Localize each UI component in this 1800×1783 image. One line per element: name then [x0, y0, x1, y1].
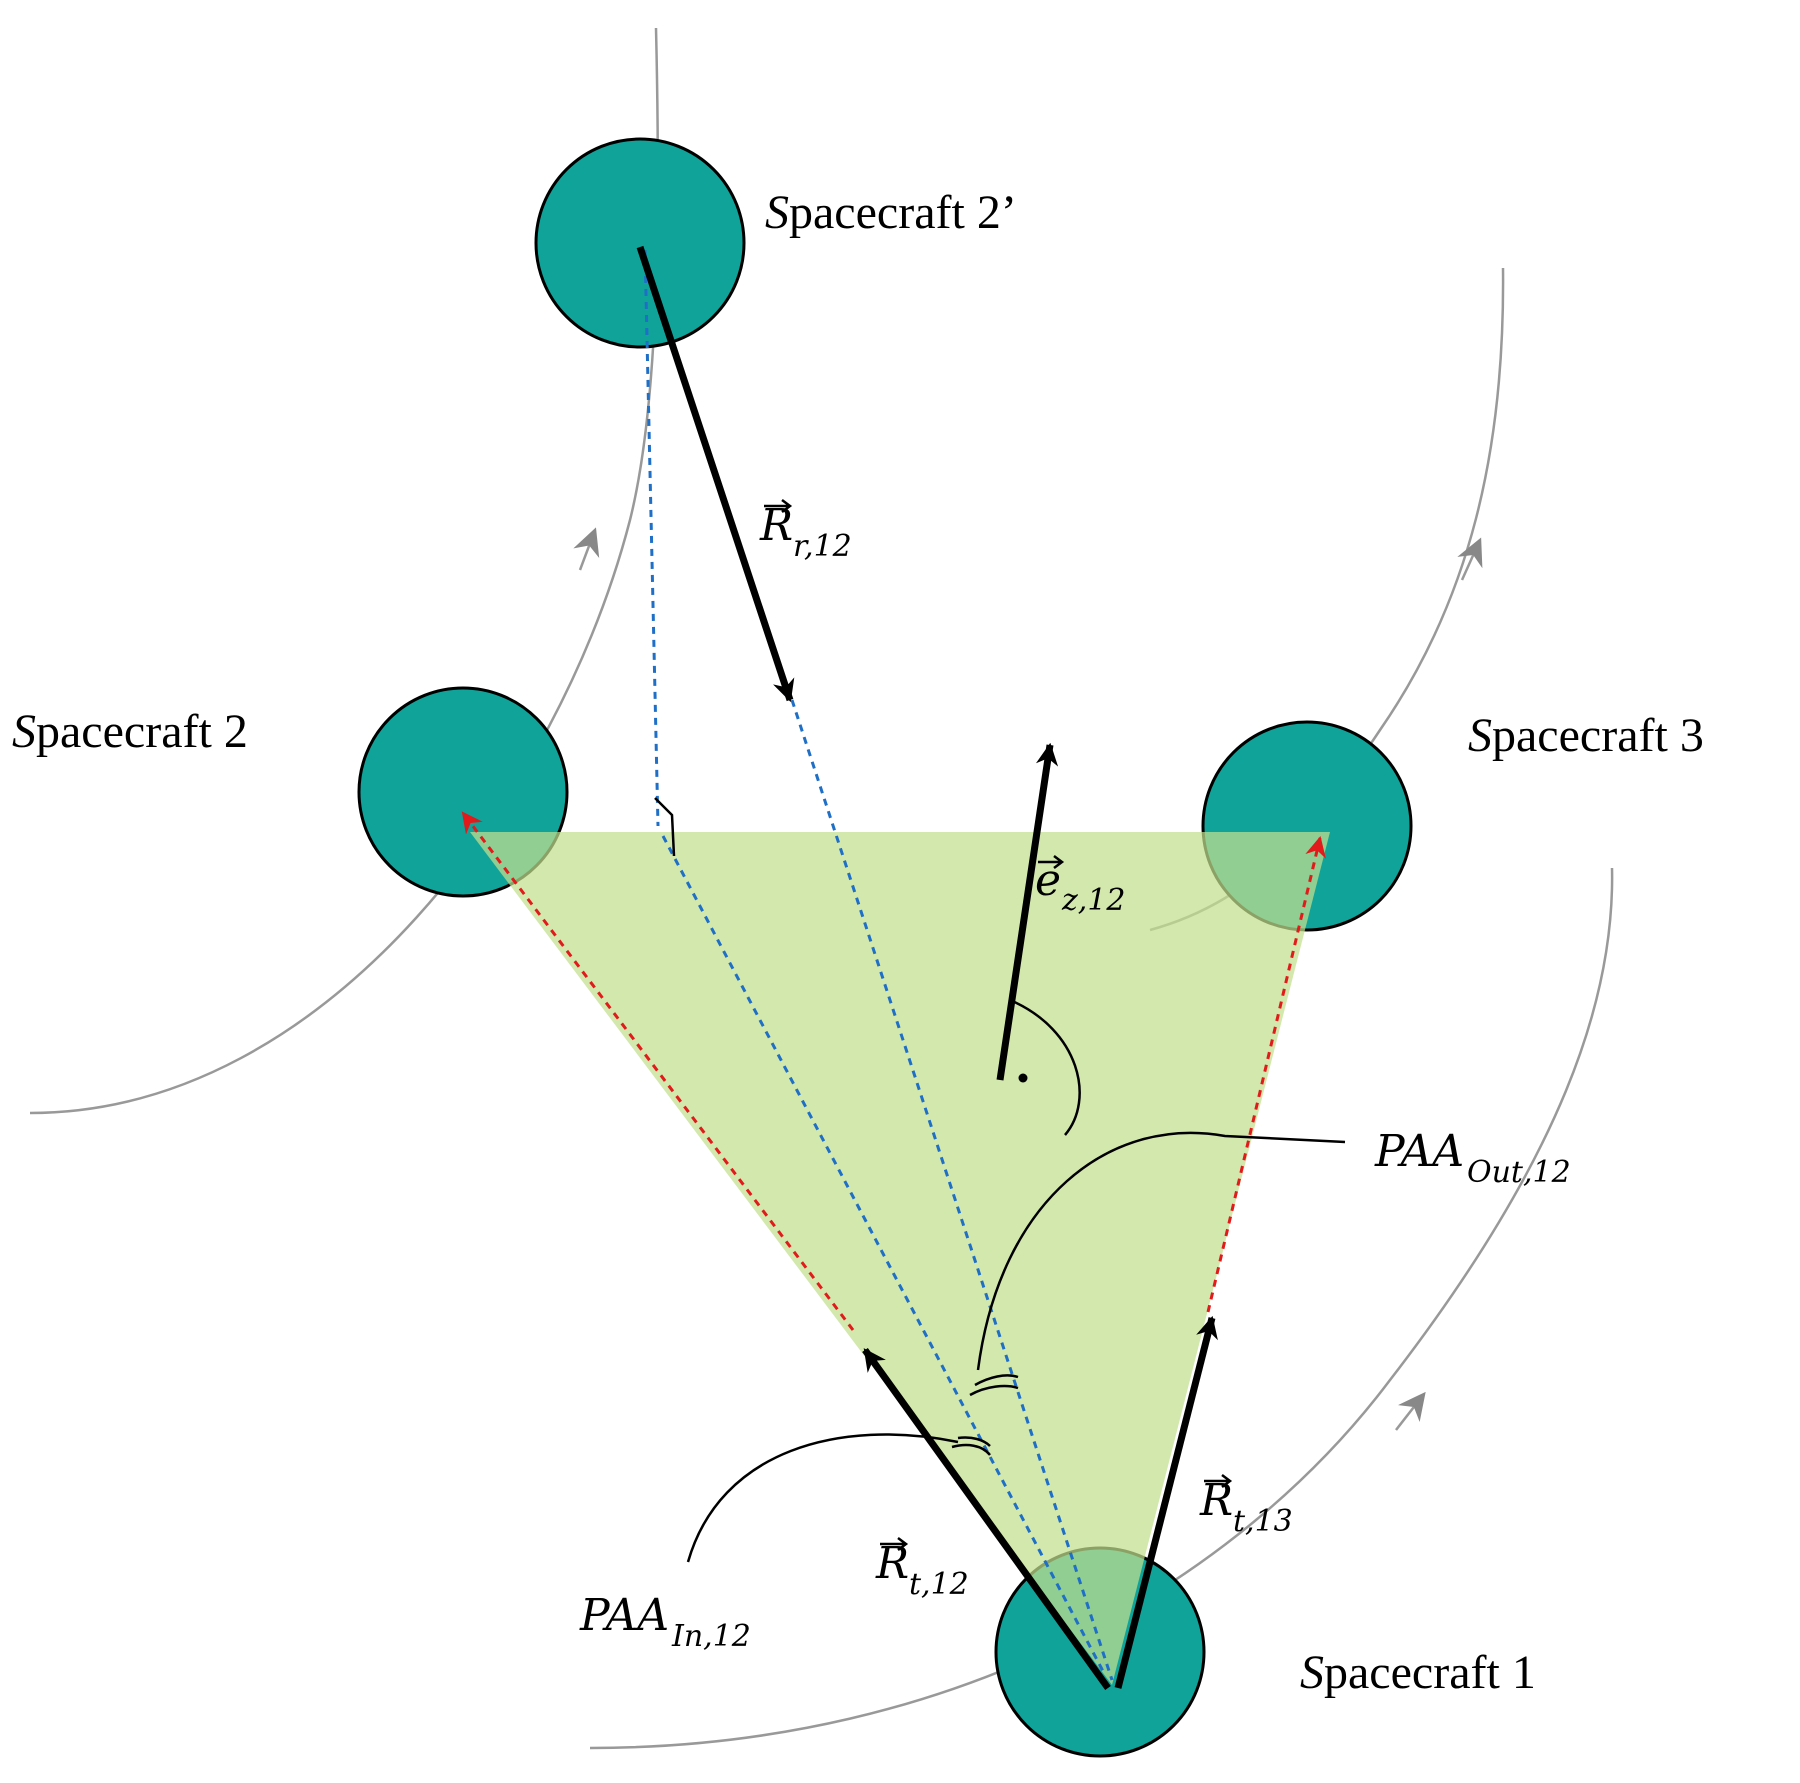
vector-e-z12: [996, 742, 1059, 1081]
svg-text:PAA: PAA: [579, 1590, 669, 1641]
beam-extension-to-spacecraft-3: [1206, 835, 1326, 1313]
svg-text:e: e: [1035, 855, 1061, 906]
svg-text:In,12: In,12: [671, 1619, 751, 1654]
vector-arrow-accent-r12: [764, 499, 793, 513]
orbit-direction-arrow-3: [1457, 537, 1483, 581]
vector-arrow-accent-ez12: [1038, 855, 1065, 869]
svg-text:z,12: z,12: [1061, 883, 1126, 918]
label-spacecraft-3: Spacecraft 3: [1468, 709, 1704, 762]
vector-arrow-accent-rt13: [1204, 1474, 1233, 1488]
vector-r-r12: [636, 245, 795, 703]
vector-r-t13: [1114, 1315, 1218, 1689]
label-spacecraft-1: Spacecraft 1: [1300, 1646, 1536, 1699]
label-spacecraft-2-prime: Spacecraft 2’: [765, 186, 1017, 239]
right-angle-marker: [654, 797, 676, 857]
projection-drop-line: [643, 249, 660, 827]
svg-text:PAA: PAA: [1374, 1126, 1464, 1177]
label-vector-e-z12: e z,12: [1035, 855, 1126, 918]
svg-text:t,12: t,12: [909, 1567, 969, 1602]
projection-lines: [643, 249, 1114, 1681]
orbit-direction-arrow-1: [1395, 1391, 1426, 1431]
normal-angle-arc: [1009, 998, 1081, 1136]
paa-in-small-arc-2: [951, 1443, 991, 1456]
received-beam-extension: [790, 699, 1114, 1681]
svg-text:r,12: r,12: [793, 529, 852, 564]
label-vector-r-r12: R r,12: [759, 499, 852, 564]
normal-angle-dot: [1018, 1073, 1028, 1083]
orbit-direction-arrow-2: [573, 527, 600, 571]
vector-arrow-accent-rt12: [880, 1537, 909, 1551]
constellation-plane: [470, 832, 1330, 1685]
paa-in-leader: [686, 1433, 959, 1563]
svg-text:Out,12: Out,12: [1467, 1155, 1571, 1190]
vector-r-t12: [862, 1347, 1111, 1691]
paa-out-small-arc-1: [974, 1374, 1019, 1387]
beam-extension-to-spacecraft-2: [461, 811, 855, 1331]
orbit-spacecraft-1: [589, 867, 1614, 1750]
label-vector-r-t13: R t,13: [1199, 1474, 1293, 1539]
label-paa-in: PAA In,12: [579, 1590, 751, 1654]
paa-out-small-arc-2: [969, 1384, 1019, 1397]
spacecraft-2-prime-body: [534, 137, 746, 349]
label-vector-r-t12: R t,12: [875, 1537, 969, 1602]
paa-in-small-arc-1: [957, 1436, 991, 1447]
paa-arcs: [686, 1131, 1346, 1563]
paa-out-leader: [976, 1131, 1346, 1371]
svg-text:t,13: t,13: [1233, 1504, 1293, 1539]
label-paa-out: PAA Out,12: [1374, 1126, 1571, 1190]
label-spacecraft-2: Spacecraft 2: [12, 705, 248, 758]
projection-to-spacecraft-1: [661, 835, 1107, 1676]
